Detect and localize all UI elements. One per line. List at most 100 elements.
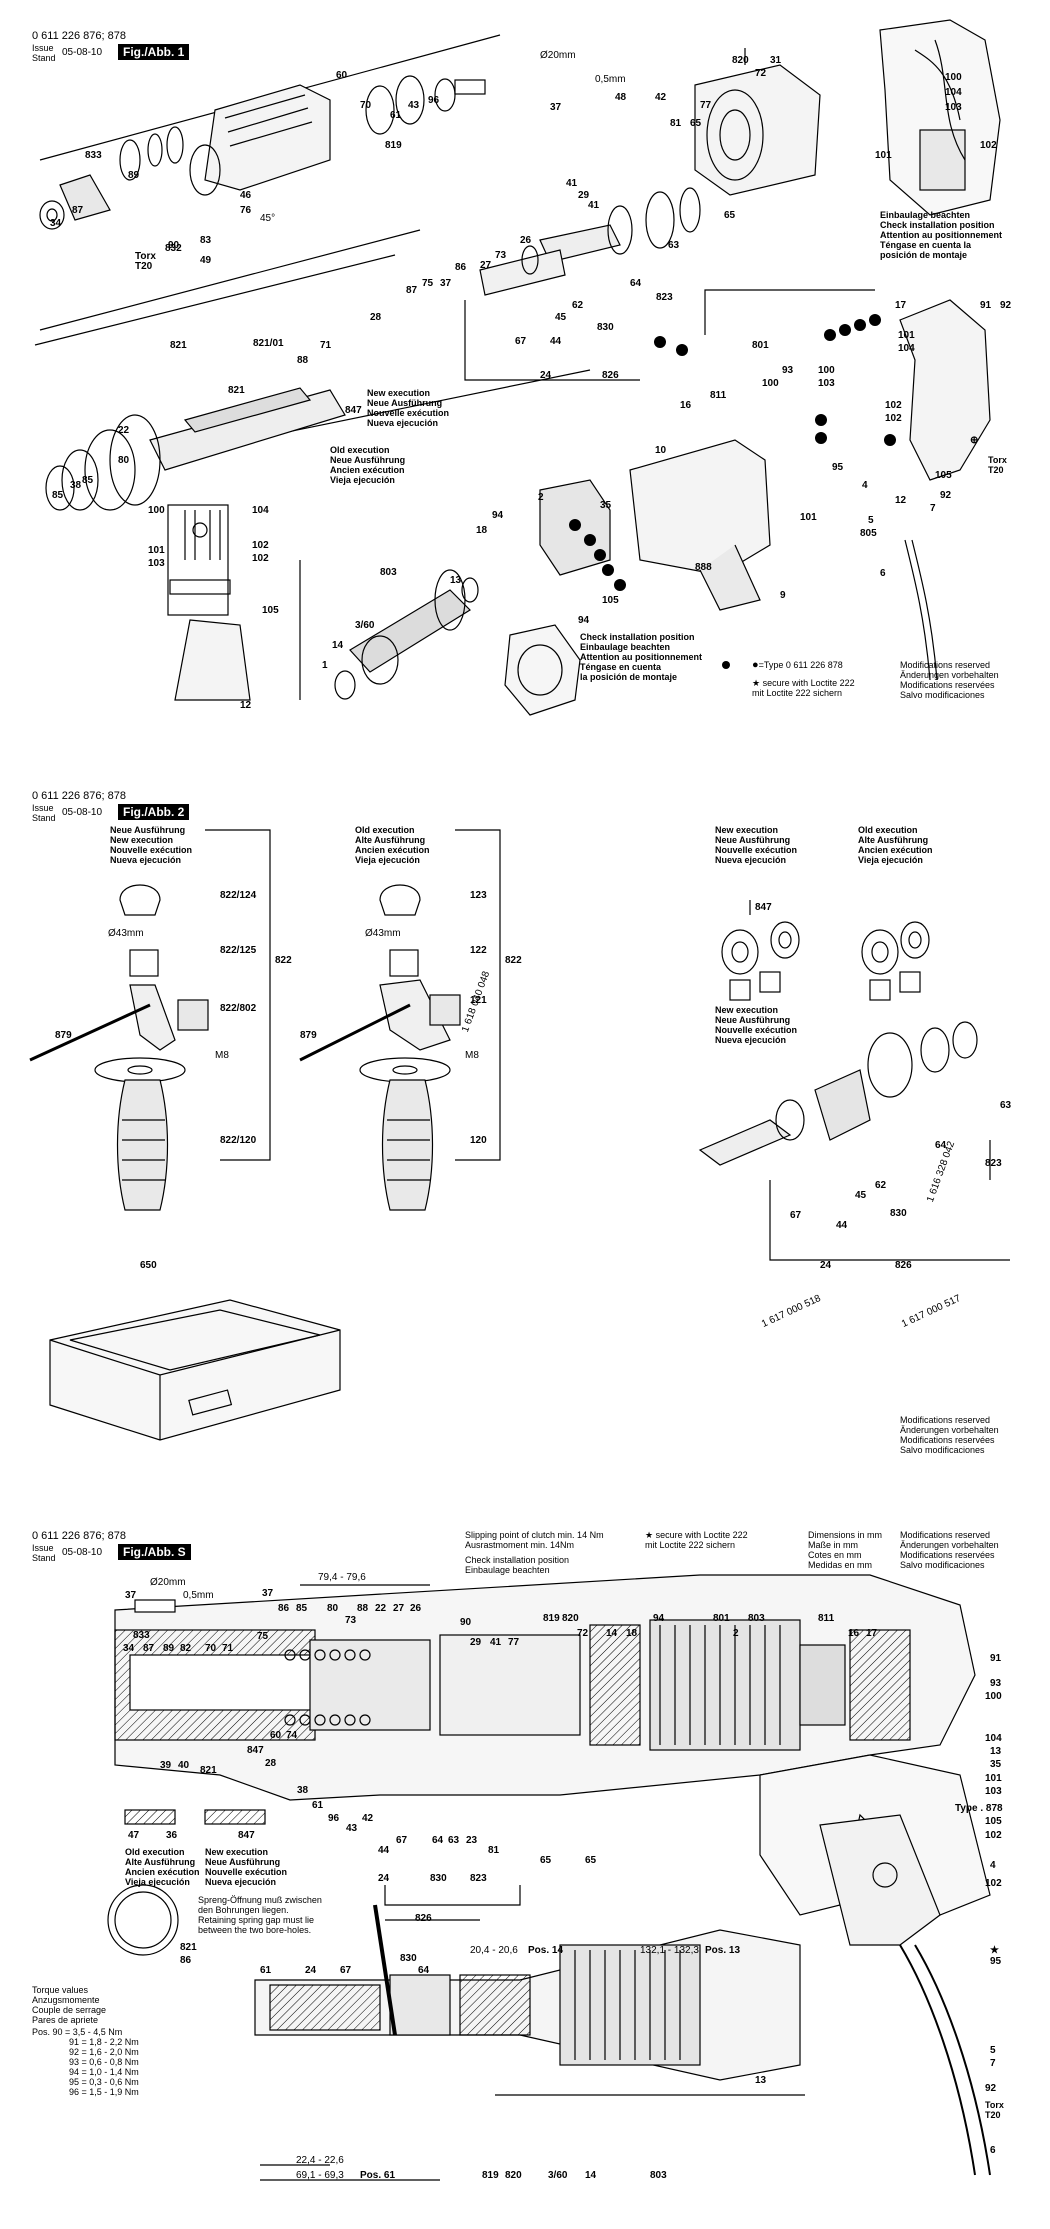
label-847: 847 (755, 902, 772, 913)
part-label-103b: 103 (148, 558, 165, 569)
part-label-41b: 41 (588, 200, 600, 211)
gap-note-s: 0,5mm (183, 1590, 214, 1601)
s-old-execution-note: Old execution Alte Ausführung Ancien exé… (125, 1847, 200, 1887)
s-label-5: 5 (990, 2045, 996, 2056)
part-label-45: 45 (555, 312, 567, 323)
issue-date-3: 05-08-10 (62, 1547, 103, 1558)
part-label-888: 888 (695, 562, 712, 573)
part-label-100d: 100 (945, 72, 962, 83)
s-pos14: Pos. 14 (528, 1945, 564, 1956)
s-label-2: 2 (733, 1628, 739, 1639)
label-826: 826 (895, 1260, 912, 1271)
loctite-note-1: ★ secure with Loctite 222 mit Loctite 22… (752, 678, 855, 698)
s-label-65: 65 (540, 1855, 552, 1866)
s-label-103: 103 (985, 1786, 1002, 1797)
part-label-102e: 102 (980, 140, 997, 151)
s-label-90: 90 (460, 1617, 472, 1628)
part-label-819: 819 (385, 140, 402, 151)
label-822: 822 (275, 955, 292, 966)
part-label-77: 77 (700, 100, 712, 111)
new-execution-note-1: New execution Neue Ausführung Nouvelle e… (367, 388, 450, 428)
s-label-104: 104 (985, 1733, 1002, 1744)
s-label-803b: 803 (650, 2170, 667, 2181)
s-label-29: 29 (470, 1637, 482, 1648)
s-label-40: 40 (178, 1760, 190, 1771)
old-execution-note-2b: Old execution Alte Ausführung Ancien exé… (858, 825, 933, 865)
part-label-24: 24 (540, 370, 552, 381)
part-label-104c: 104 (945, 87, 962, 98)
part-label-805: 805 (860, 528, 877, 539)
s-label-80: 80 (327, 1603, 339, 1614)
label-822-125: 822/125 (220, 945, 257, 956)
part-label-105c: 105 (262, 605, 279, 616)
dimension-top: 79,4 - 79,6 (318, 1572, 366, 1583)
part-label-3-60: 3/60 (355, 620, 375, 631)
s-label-35: 35 (990, 1759, 1002, 1770)
diameter-note: Ø20mm (540, 50, 576, 61)
figure-title-3: Fig./Abb. S (118, 1544, 191, 1560)
part-label-43: 43 (408, 100, 420, 111)
part-label-801: 801 (752, 340, 769, 351)
part-label-12b: 12 (240, 700, 252, 711)
s-label-74: 74 (286, 1730, 298, 1741)
part-label-101c: 101 (148, 545, 165, 556)
s-label-37: 37 (125, 1590, 137, 1601)
s-label-18: 18 (626, 1628, 638, 1639)
s-label-67: 67 (396, 1835, 408, 1846)
part-label-102c: 102 (252, 540, 269, 551)
part-label-92b: 92 (940, 490, 952, 501)
label-823: 823 (985, 1158, 1002, 1169)
s-label-830b: 830 (400, 1953, 417, 1964)
s-label-4: 4 (990, 1860, 996, 1871)
part-label-104: 104 (898, 343, 915, 354)
part-label-821-top: 821 (170, 340, 187, 351)
part-label-10: 10 (655, 445, 667, 456)
part-label-85: 85 (82, 475, 94, 486)
s-label-820: 820 (562, 1613, 579, 1624)
old-execution-note-2: Old execution Alte Ausführung Ancien exé… (355, 825, 430, 865)
s-dim-pos61b: 69,1 - 69,3 (296, 2170, 344, 2181)
install-note-top: Einbaulage beachten Check installation p… (880, 210, 1002, 260)
s-label-75: 75 (257, 1631, 269, 1642)
s-label-24b: 24 (305, 1965, 317, 1976)
s-label-39: 39 (160, 1760, 172, 1771)
part-label-101b: 101 (800, 512, 817, 523)
s-label-23: 23 (466, 1835, 478, 1846)
s-label-14: 14 (606, 1628, 618, 1639)
figure-title: Fig./Abb. 1 (118, 44, 190, 60)
label-62: 62 (875, 1180, 887, 1191)
s-label-36: 36 (166, 1830, 178, 1841)
loctite-note-s: ★ secure with Loctite 222 mit Loctite 22… (645, 1530, 748, 1550)
part-label-76: 76 (240, 205, 252, 216)
s-label-6: 6 (990, 2145, 996, 2156)
label-822-120: 822/120 (220, 1135, 257, 1146)
s-label-847b: 847 (238, 1830, 255, 1841)
part-label-90: 90 (168, 240, 180, 251)
s-label-64b: 64 (418, 1965, 430, 1976)
s-torque-row-93: 93 = 0,6 - 0,8 Nm (69, 2057, 139, 2067)
s-label-87: 87 (143, 1643, 155, 1654)
s-pos13: Pos. 13 (705, 1945, 741, 1956)
label-24: 24 (820, 1260, 832, 1271)
part-label-26: 26 (520, 235, 532, 246)
label-45: 45 (855, 1190, 867, 1201)
install-note-bottom: Check installation position Einbaulage b… (580, 632, 702, 682)
s-label-60: 60 (270, 1730, 282, 1741)
part-label-44: 44 (550, 336, 562, 347)
s-label-3-60: 3/60 (548, 2170, 568, 2181)
part-label-821: 821 (228, 385, 245, 396)
s-label-86b: 86 (180, 1955, 192, 1966)
clutch-note: Slipping point of clutch min. 14 Nm Ausr… (465, 1530, 604, 1550)
s-label-826: 826 (415, 1913, 432, 1924)
label-64: 64 (935, 1140, 947, 1151)
part-label-60: 60 (336, 70, 348, 81)
part-label-100: 100 (762, 378, 779, 389)
s-label-16: 16 (848, 1628, 860, 1639)
part-label-81: 81 (670, 118, 682, 129)
part-label-820: 820 (732, 55, 749, 66)
s-label-67b: 67 (340, 1965, 352, 1976)
s-label-70: 70 (205, 1643, 217, 1654)
s-label-88: 88 (357, 1603, 369, 1614)
torx-note-2: Torx T20 (988, 455, 1007, 475)
